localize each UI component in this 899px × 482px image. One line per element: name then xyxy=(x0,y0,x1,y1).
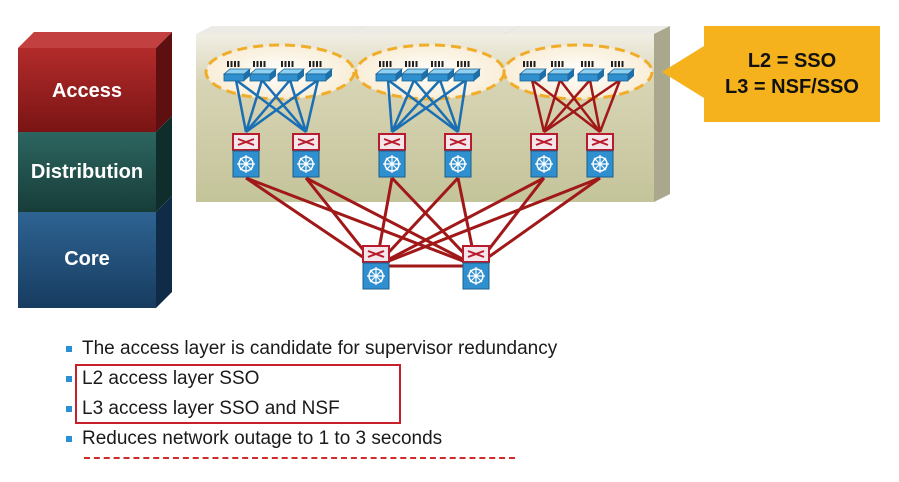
bullet-marker xyxy=(66,436,72,442)
access-switch-icon xyxy=(222,61,252,82)
distribution-layer-label: Distribution xyxy=(31,161,143,183)
distribution-layer-block: Distribution xyxy=(18,116,172,212)
uplinks-block-1 xyxy=(234,78,320,134)
core-layer-block: Core xyxy=(18,196,172,308)
access-switch-icon xyxy=(426,61,456,82)
access-switch-icon xyxy=(304,61,334,82)
bullet-item: Reduces network outage to 1 to 3 seconds xyxy=(62,424,557,454)
campus-redundancy-diagram: Access Distribution Core xyxy=(18,26,880,308)
access-switch-icon xyxy=(518,61,548,82)
access-switch-icon xyxy=(452,61,482,82)
core-switches xyxy=(362,245,490,290)
callout-line-l3: L3 = NSF/SSO xyxy=(725,76,859,98)
access-switch-icon xyxy=(546,61,576,82)
access-switch-icon xyxy=(374,61,404,82)
layer-stack: Access Distribution Core xyxy=(18,32,172,308)
access-switch-icon xyxy=(276,61,306,82)
bullet-text: L3 access layer SSO and NSF xyxy=(82,398,340,419)
access-layer-label: Access xyxy=(52,80,122,102)
callout-arrow xyxy=(662,46,704,98)
highlight-box xyxy=(75,364,401,424)
access-switches xyxy=(222,61,636,82)
callout-box xyxy=(704,26,880,122)
multilayer-switch-icon xyxy=(378,133,406,178)
bullet-list: The access layer is candidate for superv… xyxy=(62,334,557,454)
multilayer-switch-icon xyxy=(444,133,472,178)
access-switch-icon xyxy=(606,61,636,82)
uplinks-block-2 xyxy=(386,78,468,134)
bullet-marker xyxy=(66,346,72,352)
access-switch-icon xyxy=(400,61,430,82)
multilayer-switch-icon xyxy=(362,245,390,290)
access-layer-block: Access xyxy=(18,32,172,132)
distribution-switches xyxy=(232,133,614,178)
access-switch-icon xyxy=(248,61,278,82)
multilayer-switch-icon xyxy=(232,133,260,178)
bullet-item: The access layer is candidate for superv… xyxy=(62,334,557,364)
access-switch-icon xyxy=(576,61,606,82)
multilayer-switch-icon xyxy=(462,245,490,290)
multilayer-switch-icon xyxy=(530,133,558,178)
multilayer-switch-icon xyxy=(586,133,614,178)
bullet-text: Reduces network outage to 1 to 3 seconds xyxy=(82,428,443,449)
bullet-text: The access layer is candidate for superv… xyxy=(82,338,558,359)
bullet-marker xyxy=(66,406,72,412)
bullet-marker xyxy=(66,376,72,382)
core-layer-label: Core xyxy=(64,248,110,270)
access-uplinks xyxy=(234,78,622,134)
redundancy-callout: L2 = SSO L3 = NSF/SSO xyxy=(662,26,880,122)
bullet-item: L3 access layer SSO and NSF xyxy=(62,394,557,424)
callout-line-l2: L2 = SSO xyxy=(748,50,836,72)
multilayer-switch-icon xyxy=(292,133,320,178)
bullet-text: L2 access layer SSO xyxy=(82,368,260,389)
bullet-item: L2 access layer SSO xyxy=(62,364,557,394)
uplinks-block-3 xyxy=(530,78,622,134)
dashed-underline xyxy=(84,457,515,459)
